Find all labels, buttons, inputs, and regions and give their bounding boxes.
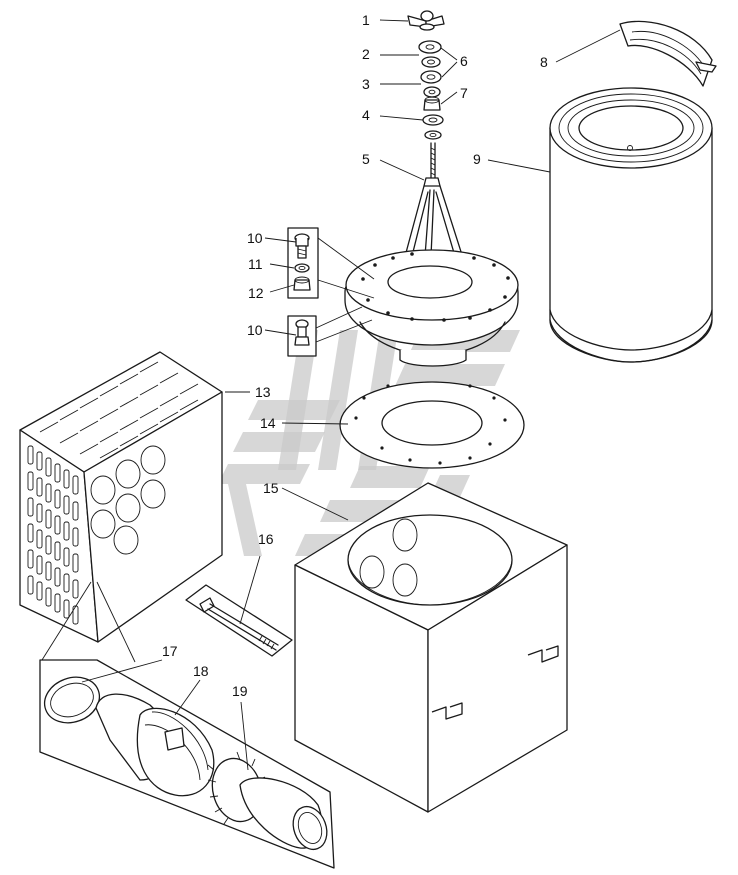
callout-16: 16 [258, 531, 274, 547]
callout-1: 1 [362, 12, 370, 28]
callout-8: 8 [540, 54, 548, 70]
callout-2: 2 [362, 46, 370, 62]
detail-box [39, 581, 335, 869]
callout-18: 18 [193, 663, 209, 679]
callout-7: 7 [460, 85, 468, 101]
washer-stack [418, 40, 444, 140]
front-holes [90, 445, 166, 555]
callout-15: 15 [263, 480, 279, 496]
callout-17: 17 [162, 643, 178, 659]
top-slots [39, 361, 199, 459]
screw-set-box [287, 227, 319, 357]
callout-9: 9 [473, 151, 481, 167]
callout-3: 3 [362, 76, 370, 92]
wing-nut [407, 10, 445, 31]
callout-19: 19 [232, 683, 248, 699]
callout-6: 6 [460, 53, 468, 69]
callout-labels: 1 2 3 4 5 6 7 8 9 10 11 12 10 13 14 15 1… [162, 12, 548, 699]
perforated-panel [19, 351, 223, 643]
bolt-box [185, 584, 293, 657]
cover-lid [619, 20, 717, 87]
housing-box [294, 482, 568, 813]
callout-4: 4 [362, 107, 370, 123]
callout-12: 12 [248, 285, 264, 301]
callout-14: 14 [260, 415, 276, 431]
leader-lines [81, 19, 621, 771]
flange-plate [344, 249, 519, 367]
callout-5: 5 [362, 151, 370, 167]
callout-13: 13 [255, 384, 271, 400]
callout-11: 11 [248, 256, 263, 272]
gasket-ring [339, 381, 525, 469]
callout-10-upper: 10 [247, 230, 263, 246]
callout-10-lower: 10 [247, 322, 263, 338]
filter-cylinder [549, 87, 713, 363]
side-slots [27, 445, 79, 625]
